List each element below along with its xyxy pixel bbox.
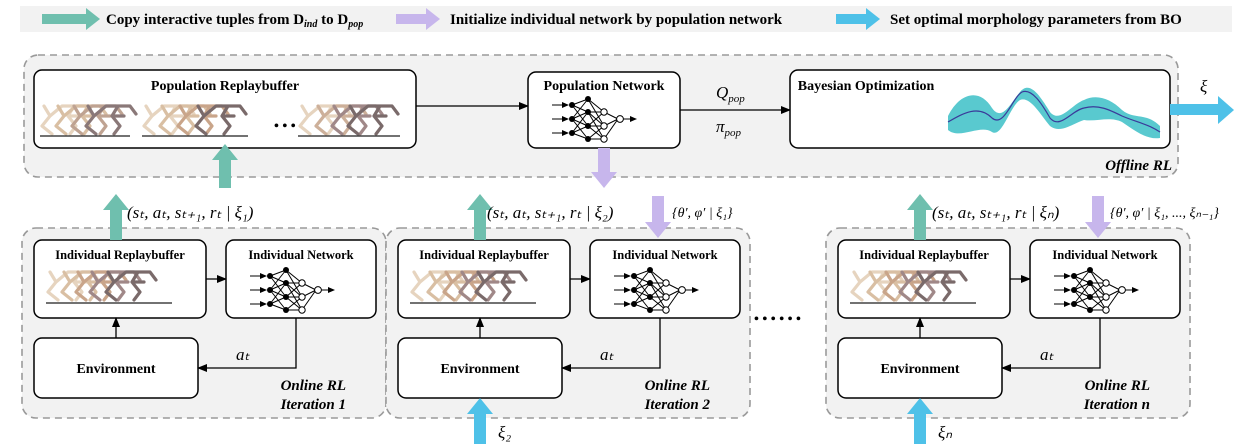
environment-box: Environment [397,337,563,399]
individual-replaybuffer: Individual Replaybuffer [33,239,207,319]
morphology-input-arrow-icon [467,398,493,444]
population-replaybuffer: Population Replaybuffer • • • [33,69,417,149]
bo-surrogate-plot [947,87,1161,139]
arrow-network-to-environment [1001,318,1101,372]
walker-sprites [410,270,536,304]
online-rl-label: Online RL [1085,378,1150,394]
init-params-label: {θ′, φ′ | ξ₁} [672,206,733,221]
walker-sprites [46,270,172,304]
online-rl-panel-1: Individual Replaybuffer Individual Networ… [21,194,387,419]
individual-network-title: Individual Network [612,248,717,262]
q-pop-label: Qpop [716,83,745,105]
individual-replaybuffer: Individual Replaybuffer [837,239,1011,319]
individual-network: Individual Network [1029,239,1181,319]
bayesian-optimization: Bayesian Optimization [789,69,1171,149]
action-label: aₜ [236,345,251,364]
action-label: aₜ [1040,345,1055,364]
iteration-label: Iteration 2 [644,397,711,413]
individual-network: Individual Network [225,239,377,319]
walker-sprites-group-3 [298,104,400,137]
individual-replaybuffer-title: Individual Replaybuffer [55,248,185,262]
bayesian-optimization-title: Bayesian Optimization [798,79,935,94]
legend-set-arrow-icon [836,8,880,30]
legend: Copy interactive tuples from Dind to Dpo… [20,6,1232,32]
environment-title: Environment [880,362,959,377]
init-network-arrow-icon [1085,196,1111,238]
legend-init-label: Initialize individual network by populat… [450,12,783,28]
iterations-layer: Individual Replaybuffer Individual Networ… [21,144,1219,444]
xi-output-arrow-icon [1170,96,1234,124]
environment-title: Environment [440,362,519,377]
arrow-network-to-environment [561,318,661,372]
interaction-tuple-label: (sₜ, aₜ, sₜ₊₁, rₜ | ξₙ) [932,203,1060,222]
environment-title: Environment [76,362,155,377]
legend-copy-arrow-icon [42,8,100,30]
online-rl-panel-3: Individual Replaybuffer Individual Networ… [825,194,1219,444]
population-network-title: Population Network [544,79,665,94]
walker-sprites [850,270,976,304]
individual-network-title: Individual Network [1052,248,1157,262]
init-network-arrow-icon [645,196,671,238]
offline-rl-label: Offline RL [1105,158,1172,174]
online-rl-label: Online RL [281,378,346,394]
legend-set-label: Set optimal morphology parameters from B… [890,12,1182,28]
replaybuffer-ellipsis: • • • [274,119,296,134]
walker-sprites-group-2 [142,104,248,137]
iteration-label: Iteration 1 [280,397,346,413]
morphology-input-label: ξₙ [938,423,952,442]
individual-replaybuffer-title: Individual Replaybuffer [859,248,989,262]
copy-tuples-arrow-icon [467,194,493,240]
population-network: Population Network [527,71,681,149]
action-label: aₜ [600,345,615,364]
population-replaybuffer-title: Population Replaybuffer [151,79,299,94]
morphology-input-arrow-icon [907,398,933,444]
iteration-label: Iteration n [1083,397,1150,413]
xi-output-label: ξ [1200,77,1208,96]
individual-replaybuffer-title: Individual Replaybuffer [419,248,549,262]
offline-rl-panel: Population Replaybuffer • • • [23,54,1234,178]
environment-box: Environment [33,337,199,399]
population-to-individual-arrow-icon [591,148,617,188]
copy-tuples-arrow-icon [103,194,129,240]
middle-ellipsis: • • • • • • [754,312,801,327]
online-rl-label: Online RL [645,378,710,394]
arrow-network-to-environment [197,318,297,372]
interaction-tuple-label: (sₜ, aₜ, sₜ₊₁, rₜ | ξ₁) [127,203,254,222]
legend-init-arrow-icon [396,8,440,30]
morphology-input-label: ξ₂ [498,423,511,442]
interaction-tuple-label: (sₜ, aₜ, sₜ₊₁, rₜ | ξ₂) [487,203,614,222]
legend-background [20,6,1232,32]
online-rl-panel-2: Individual Replaybuffer Individual Networ… [385,194,751,444]
environment-box: Environment [837,337,1003,399]
individual-replaybuffer: Individual Replaybuffer [397,239,571,319]
individual-network-title: Individual Network [248,248,353,262]
individual-network: Individual Network [589,239,741,319]
walker-sprites-group-1 [40,104,138,137]
pi-pop-label: πpop [716,117,742,139]
copy-to-population-arrow-icon [212,144,238,188]
legend-copy-label: Copy interactive tuples from Dind to Dpo… [106,12,363,30]
init-params-label: {θ′, φ′ | ξ₁, ..., ξₙ₋₁} [1110,206,1219,221]
copy-tuples-arrow-icon [907,194,933,240]
